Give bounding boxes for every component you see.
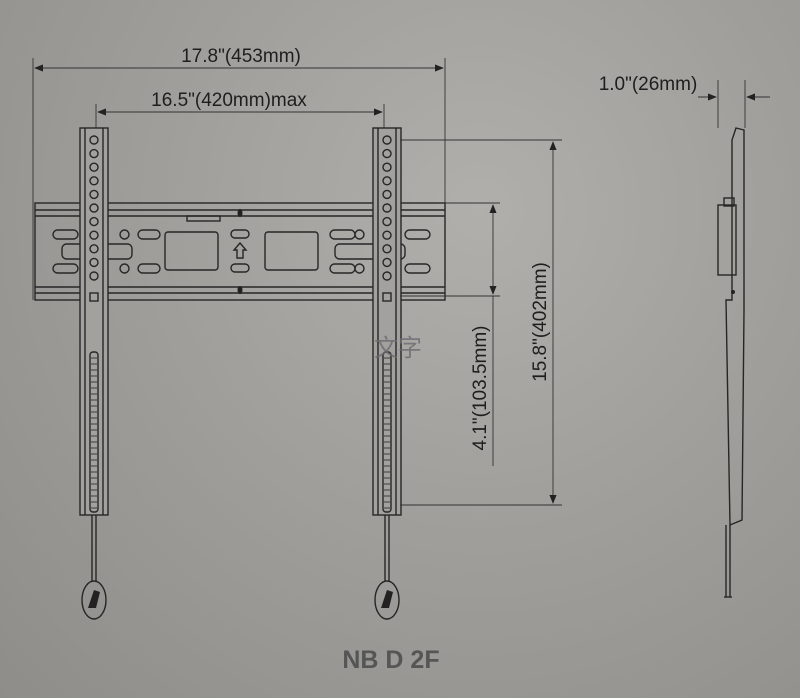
- plate-slot: [354, 263, 365, 274]
- plate-slot: [404, 263, 431, 274]
- plate-slot: [52, 229, 79, 240]
- bracket-hole: [382, 148, 392, 159]
- bracket-outline: [372, 127, 402, 516]
- depth-label: 1.0"(26mm): [599, 74, 698, 95]
- plate-height-dimension: 4.1"(103.5mm): [400, 202, 500, 466]
- pull-tab-logo-icon: [88, 590, 100, 608]
- bracket-hole: [382, 162, 392, 172]
- pull-tab-icon: [81, 580, 107, 620]
- bracket-hole: [382, 216, 392, 227]
- bracket-slot: [382, 351, 392, 513]
- bracket-lock: [382, 292, 392, 302]
- plate-slot: [137, 229, 161, 240]
- bracket-lock: [89, 292, 99, 302]
- bracket-hole: [89, 257, 99, 268]
- bracket-hole: [382, 257, 392, 268]
- plate-slot: [329, 229, 356, 240]
- bracket-hole: [89, 216, 99, 227]
- bracket-hole: [89, 203, 99, 213]
- bracket-hole: [382, 176, 392, 186]
- overall-height-dimension: 15.8"(402mm): [400, 139, 562, 506]
- bracket-hole: [89, 230, 99, 240]
- bracket-left: [79, 127, 109, 620]
- bracket-hole: [382, 230, 392, 240]
- side-view: 1.0"(26mm): [599, 74, 770, 598]
- bracket-hole: [382, 244, 392, 254]
- pull-tab-logo-icon: [381, 590, 393, 608]
- bracket-hole: [89, 244, 99, 254]
- plate-slot: [329, 263, 356, 274]
- up-arrow-icon: [232, 241, 248, 259]
- watermark: 文字: [374, 334, 422, 362]
- bracket-hole: [89, 271, 99, 281]
- plate-height-label: 4.1"(103.5mm): [470, 325, 491, 450]
- plate-slot: [119, 263, 130, 274]
- bracket-hole: [382, 271, 392, 281]
- plate-slot: [404, 229, 431, 240]
- vertical-brackets: [79, 127, 402, 620]
- hole-spacing-dimension: 16.5"(420mm)max: [95, 90, 385, 128]
- bracket-hole: [89, 189, 99, 200]
- plate-slot: [334, 243, 406, 260]
- overall-height-label: 15.8"(402mm): [530, 262, 551, 382]
- bracket-outline: [79, 127, 109, 516]
- overall-width-dimension: 17.8"(453mm): [32, 46, 446, 300]
- bracket-hole: [89, 135, 99, 145]
- bracket-hole: [382, 203, 392, 213]
- pull-tab-icon: [374, 580, 400, 620]
- overall-width-label: 17.8"(453mm): [181, 46, 301, 67]
- bracket-hole: [382, 135, 392, 145]
- bracket-hole: [89, 148, 99, 159]
- plate-slot: [354, 229, 365, 240]
- bracket-hole: [89, 176, 99, 186]
- bracket-hole: [89, 162, 99, 172]
- plate-slot: [119, 229, 130, 240]
- hole-spacing-label: 16.5"(420mm)max: [151, 90, 307, 111]
- plate-slot: [137, 263, 161, 274]
- bracket-slot: [89, 351, 99, 513]
- bracket-right: [372, 127, 402, 620]
- model-name: NB D 2F: [342, 646, 439, 674]
- bracket-hole: [382, 189, 392, 200]
- plate-slot: [52, 263, 79, 274]
